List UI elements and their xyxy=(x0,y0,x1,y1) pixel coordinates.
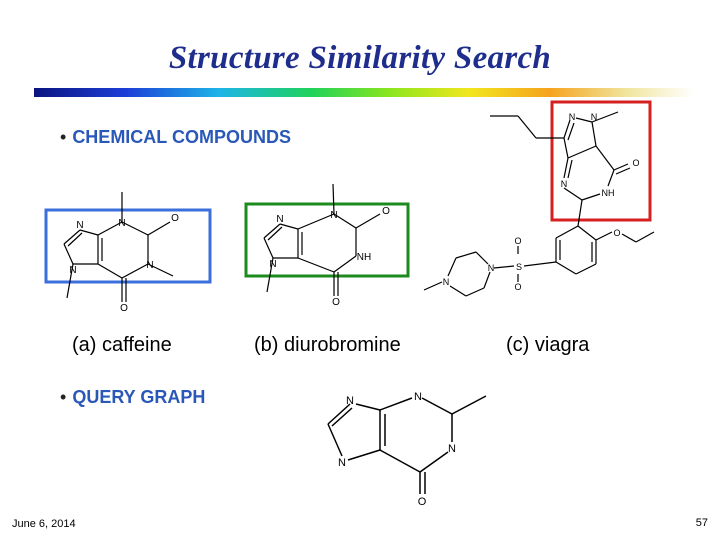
bullet-chemical-compounds-text: CHEMICAL COMPOUNDS xyxy=(72,127,291,147)
caption-viagra: (c) viagra xyxy=(506,334,590,356)
atom-label: O xyxy=(514,236,521,246)
atom-label: NH xyxy=(602,188,615,198)
page-number: 57 xyxy=(695,517,708,529)
query-graph-structure: N N N N O xyxy=(327,391,487,508)
atom-label: N xyxy=(346,395,354,407)
atom-label: O xyxy=(418,496,427,508)
atom-label: O xyxy=(514,282,521,292)
viagra-highlight-box xyxy=(550,100,652,222)
atom-label: N xyxy=(146,260,153,271)
atom-label: O xyxy=(171,213,179,224)
atom-label: N xyxy=(276,214,283,225)
sulfur-atom-label: S xyxy=(516,262,522,272)
atom-label: O xyxy=(120,303,128,314)
atom-label: N xyxy=(330,210,337,221)
atom-label: N xyxy=(591,112,598,122)
atom-label: N xyxy=(338,457,346,469)
caption-diurobromine: (b) diurobromine xyxy=(254,334,401,356)
bullet-query-graph: •QUERY GRAPH xyxy=(60,387,205,408)
atom-label: N xyxy=(269,259,276,270)
atom-label: N xyxy=(69,265,76,276)
title-underline-bar xyxy=(34,88,694,97)
bullet-dot: • xyxy=(60,127,67,147)
caption-caffeine: (a) caffeine xyxy=(72,334,172,356)
atom-label: N xyxy=(118,218,125,229)
atom-label: N xyxy=(443,277,450,287)
bullet-dot: • xyxy=(60,387,67,407)
caffeine-highlight-box xyxy=(44,208,212,284)
atom-label: O xyxy=(382,206,390,217)
atom-label: O xyxy=(613,228,620,238)
atom-label: N xyxy=(488,263,495,273)
atom-label: N xyxy=(76,220,83,231)
diurobromine-structure: N N O NH N O xyxy=(244,183,410,308)
atom-label: O xyxy=(332,297,340,308)
atom-label: N xyxy=(561,179,568,189)
footer-date: June 6, 2014 xyxy=(12,518,76,530)
viagra-structure: N N O N NH O O O N N S xyxy=(423,100,655,297)
atom-label: N xyxy=(414,391,422,403)
diurobromine-highlight-box xyxy=(244,202,410,278)
atom-label: NH xyxy=(357,252,371,263)
atom-label: O xyxy=(632,158,639,168)
atom-label: N xyxy=(448,443,456,455)
bullet-chemical-compounds: •CHEMICAL COMPOUNDS xyxy=(60,127,291,148)
bullet-query-graph-text: QUERY GRAPH xyxy=(72,387,206,407)
slide-title: Structure Similarity Search xyxy=(168,40,552,76)
atom-label: N xyxy=(569,112,576,122)
caffeine-structure: N N O N N O xyxy=(44,192,212,314)
